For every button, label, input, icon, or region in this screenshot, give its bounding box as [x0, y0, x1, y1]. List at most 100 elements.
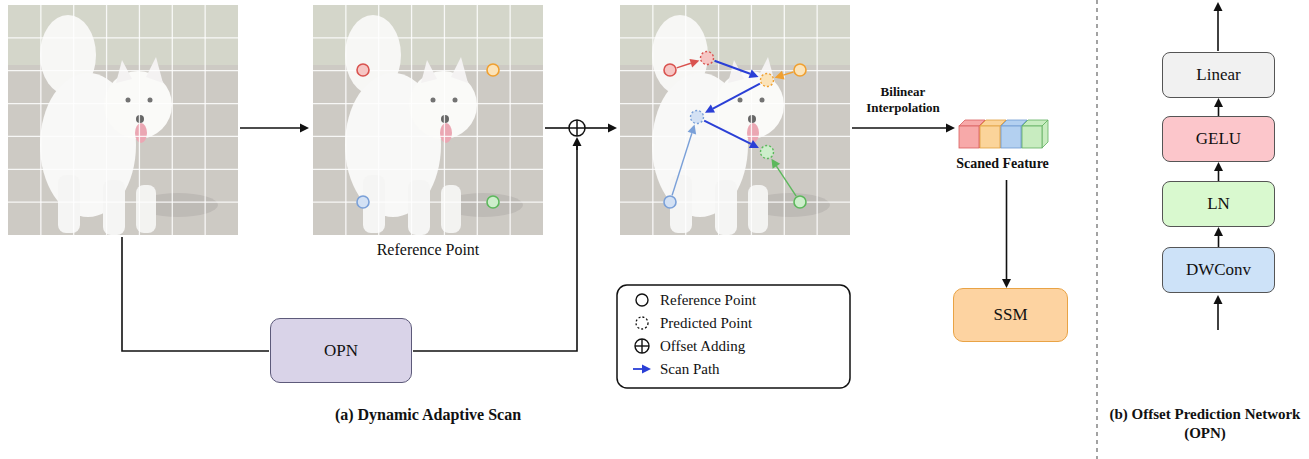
node-text: GELU: [1196, 129, 1241, 149]
reference-point: [357, 64, 369, 76]
arrow-head: [688, 125, 697, 135]
legend-sample: [636, 317, 648, 329]
grid-line: [620, 103, 850, 104]
feature-group: Scaned Feature: [940, 112, 1065, 180]
grid-line: [652, 5, 653, 235]
fade: [620, 5, 850, 235]
grid-line: [8, 37, 238, 38]
cube-front: [1022, 126, 1042, 148]
connector: [1214, 227, 1223, 247]
ground: [620, 5, 850, 235]
grid-line: [139, 5, 140, 235]
arrow-line: [240, 127, 300, 129]
grid-line: [509, 5, 510, 235]
reference-point: [487, 64, 499, 76]
arrow-line: [1217, 304, 1219, 330]
image-panel: [8, 5, 238, 235]
arrow-line: [672, 133, 692, 195]
grid-line: [620, 201, 850, 202]
predicted-point: [691, 111, 704, 124]
connector: [1214, 98, 1223, 116]
arrow-line: [776, 166, 796, 196]
cube-front: [1001, 126, 1021, 148]
cube-front: [980, 126, 1000, 148]
process-box: OPN: [270, 318, 412, 383]
flow-arrow: [573, 137, 582, 150]
arrow-head: [642, 365, 651, 374]
grid-line: [313, 136, 543, 137]
process-box: GELU: [1162, 116, 1275, 162]
legend-sample: [633, 365, 651, 374]
arrow-head: [1214, 227, 1223, 236]
ground: [313, 5, 543, 235]
process-box: SSM: [953, 288, 1068, 342]
arrow-line: [1217, 11, 1219, 51]
grid-line: [620, 70, 850, 71]
node-text: Linear: [1196, 65, 1240, 85]
legend-sample: [636, 294, 648, 306]
process-box: DWConv: [1162, 247, 1275, 293]
node-text: DWConv: [1186, 260, 1251, 280]
legend-text: Scan Path: [660, 359, 720, 379]
arrow-head: [689, 59, 699, 68]
offset-arrow: [775, 71, 794, 80]
grid-line: [73, 5, 74, 235]
scan-path: [715, 61, 759, 78]
grid-line: [8, 103, 238, 104]
arrow-line: [783, 72, 793, 75]
arrow-head: [1002, 279, 1011, 288]
arrow-head: [705, 105, 715, 113]
predicted-point: [701, 52, 714, 65]
flow-arrow: [240, 124, 309, 133]
connector-line: [1218, 171, 1220, 181]
reference-point: [794, 196, 806, 208]
scan-path: [705, 84, 760, 113]
arrow-head: [946, 124, 955, 133]
grid-line: [313, 201, 543, 202]
process-box: Linear: [1162, 52, 1275, 98]
grid-line: [313, 169, 543, 170]
arrow-line: [576, 146, 578, 150]
reference-point: [487, 196, 499, 208]
offset-arrow: [677, 59, 700, 68]
grid-line: [444, 5, 445, 235]
output-arrow: [1214, 2, 1223, 51]
grid-line: [718, 5, 719, 235]
grid-line: [411, 5, 412, 235]
arrow-head: [749, 140, 759, 148]
arrow-head: [1214, 2, 1223, 11]
grid-line: [8, 136, 238, 137]
grid-line: [313, 103, 543, 104]
fade: [313, 5, 543, 235]
flow-arrow: [585, 124, 617, 133]
arrow-line: [633, 368, 642, 370]
grid-line: [784, 5, 785, 235]
plus: [576, 120, 578, 136]
arrow-head: [775, 71, 785, 80]
grid-line: [106, 5, 107, 235]
grid-line: [751, 5, 752, 235]
panel-label: Reference Point: [328, 240, 528, 260]
grid-line: [378, 5, 379, 235]
process-box: LN: [1162, 181, 1275, 227]
image-panel: [313, 5, 543, 235]
grid-line: [8, 70, 238, 71]
connector: [1002, 180, 1011, 288]
reference-point: [794, 64, 806, 76]
arrow-head: [300, 124, 309, 133]
flow-arrow: [852, 124, 955, 133]
arrow-head: [749, 70, 759, 78]
grid-line: [620, 37, 850, 38]
reference-point: [357, 196, 369, 208]
grid-line: [8, 201, 238, 202]
flow-line: [545, 127, 569, 129]
arrow-line: [704, 121, 751, 144]
offset-arrow: [771, 159, 796, 196]
legend-box: [617, 285, 850, 388]
legend-text: Reference Point: [660, 290, 756, 310]
arrow-head: [1214, 295, 1223, 304]
legend-text: Predicted Point: [660, 313, 752, 333]
figure-caption: (a) Dynamic Adaptive Scan: [268, 405, 588, 425]
legend-sample: [635, 339, 649, 353]
